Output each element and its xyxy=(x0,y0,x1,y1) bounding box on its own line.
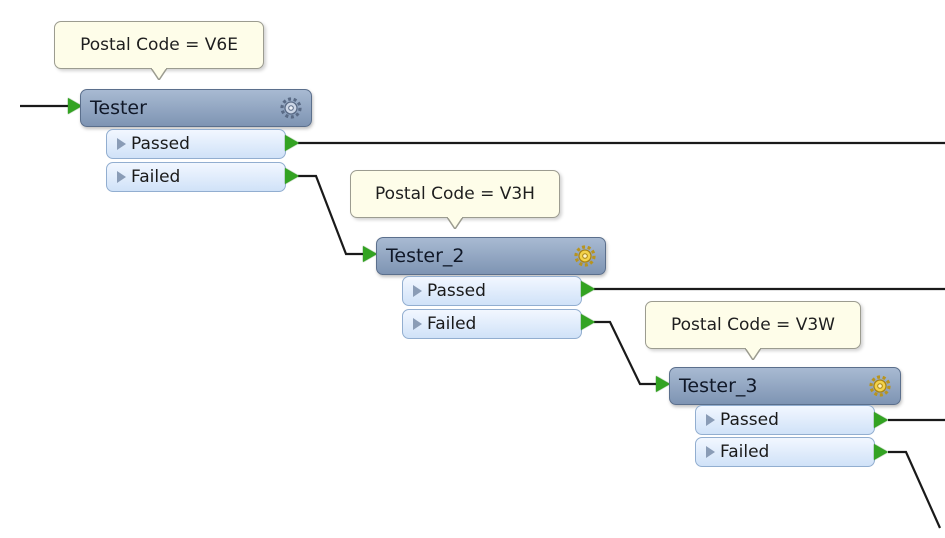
port-label: Failed xyxy=(720,442,770,462)
tester3-transformer[interactable]: Tester_3 xyxy=(669,367,901,405)
gear-icon[interactable] xyxy=(573,244,597,268)
tester3-annotation[interactable]: Postal Code = V3W xyxy=(645,301,861,360)
callout-tail xyxy=(745,348,761,360)
annotation-text: Postal Code = V6E xyxy=(80,35,238,55)
failed-output-connector-icon[interactable] xyxy=(581,314,595,330)
annotation-text: Postal Code = V3H xyxy=(375,184,535,204)
port-label: Failed xyxy=(427,314,477,334)
passed-port[interactable]: Passed xyxy=(695,405,875,435)
port-label: Failed xyxy=(131,167,181,187)
tester-transformer[interactable]: Tester xyxy=(80,89,312,127)
passed-output-connector-icon[interactable] xyxy=(285,135,299,151)
gear-icon[interactable] xyxy=(279,96,303,120)
passed-port[interactable]: Passed xyxy=(106,129,286,159)
triangle-right-icon[interactable] xyxy=(413,285,422,297)
triangle-right-icon[interactable] xyxy=(413,318,422,330)
triangle-right-icon[interactable] xyxy=(706,414,715,426)
callout-tail xyxy=(151,68,167,80)
port-label: Passed xyxy=(131,134,190,154)
transformer-name: Tester_2 xyxy=(386,245,465,267)
failed-output-connector-icon[interactable] xyxy=(874,444,888,460)
failed-port[interactable]: Failed xyxy=(106,162,286,192)
tester-failed-to-tester2-connection[interactable] xyxy=(298,174,366,256)
tester2-annotation[interactable]: Postal Code = V3H xyxy=(350,170,560,229)
triangle-right-icon[interactable] xyxy=(706,446,715,458)
tester3-failed-connection[interactable] xyxy=(888,450,942,529)
failed-output-connector-icon[interactable] xyxy=(285,168,299,184)
triangle-right-icon[interactable] xyxy=(117,171,126,183)
passed-output-connector-icon[interactable] xyxy=(874,412,888,428)
port-label: Passed xyxy=(427,281,486,301)
transformer-name: Tester_3 xyxy=(679,375,758,397)
gear-icon[interactable] xyxy=(868,374,892,398)
transformer-name: Tester xyxy=(90,97,147,119)
tester2-input-connector-icon[interactable] xyxy=(363,246,377,262)
triangle-right-icon[interactable] xyxy=(117,138,126,150)
tester2-transformer[interactable]: Tester_2 xyxy=(376,237,606,275)
passed-output-connector-icon[interactable] xyxy=(581,281,595,297)
tester-input-connector-icon[interactable] xyxy=(68,98,82,114)
tester3-input-connector-icon[interactable] xyxy=(656,376,670,392)
tester2-failed-to-tester3-connection[interactable] xyxy=(594,320,658,386)
failed-port[interactable]: Failed xyxy=(695,437,875,467)
annotation-text: Postal Code = V3W xyxy=(671,315,835,335)
callout-tail xyxy=(447,217,463,229)
port-label: Passed xyxy=(720,410,779,430)
passed-port[interactable]: Passed xyxy=(402,276,582,306)
failed-port[interactable]: Failed xyxy=(402,309,582,339)
tester-annotation[interactable]: Postal Code = V6E xyxy=(54,21,264,80)
